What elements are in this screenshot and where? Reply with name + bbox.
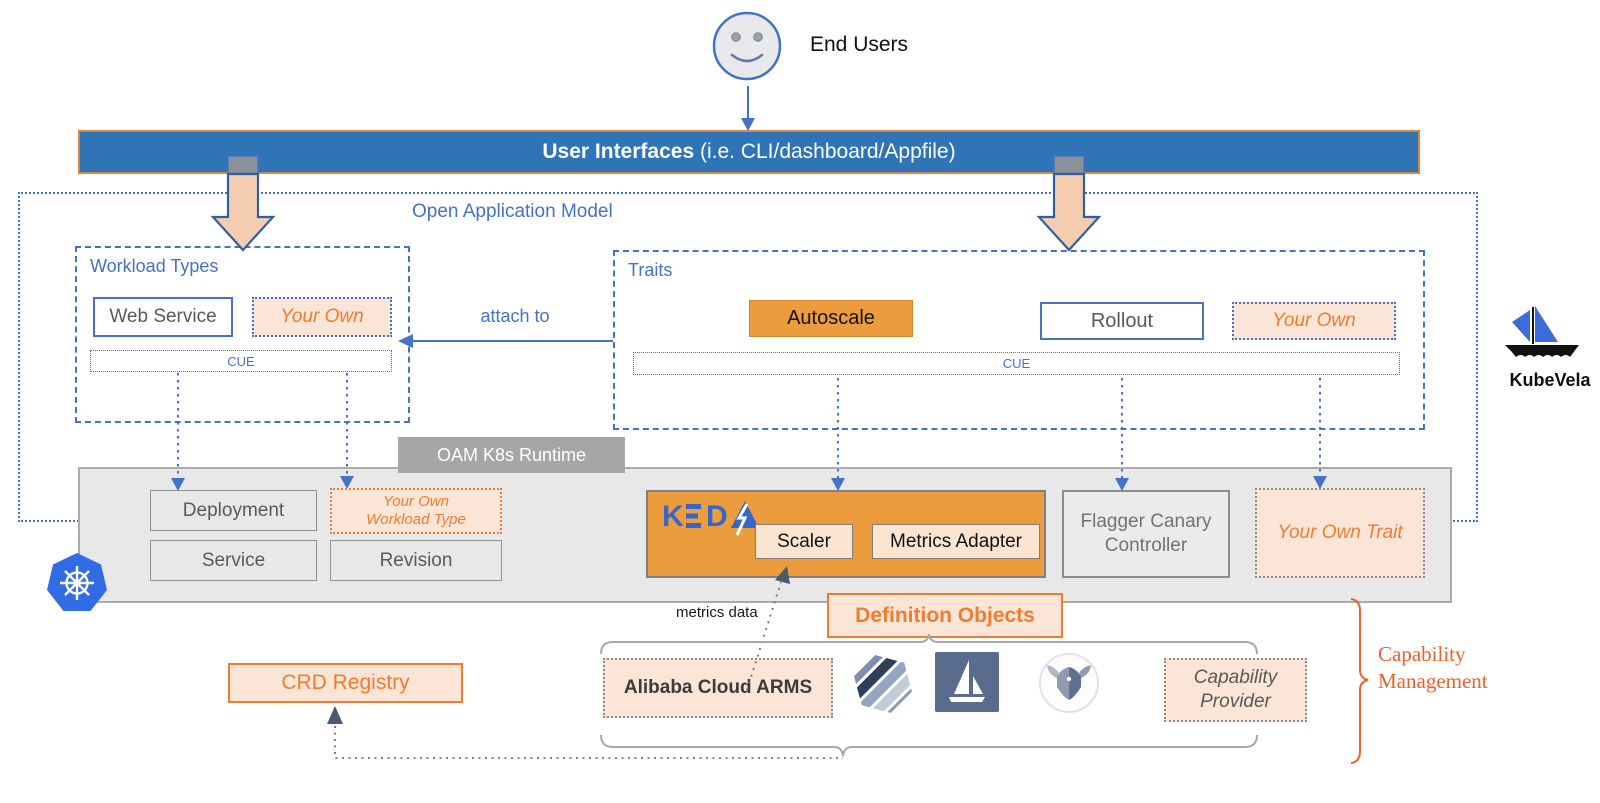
- yowt-line1: Your Own: [383, 493, 449, 510]
- keda-logo-icon: K D: [662, 500, 759, 536]
- web-service-node: Web Service: [93, 297, 233, 337]
- flagger-canary-controller-node: Flagger Canary Controller: [1062, 490, 1230, 578]
- metrics-data-label: metrics data: [676, 604, 758, 621]
- banner-title: User Interfaces: [542, 140, 695, 163]
- metrics-adapter-node: Metrics Adapter: [872, 524, 1040, 559]
- kubernetes-logo-icon: [47, 553, 107, 611]
- attach-to-label: attach to: [480, 306, 550, 326]
- open-application-model-label: Open Application Model: [412, 201, 613, 222]
- traits-title: Traits: [628, 260, 673, 280]
- end-user-arrow: [741, 86, 755, 131]
- deployment-node: Deployment: [150, 490, 317, 531]
- cap-provider-line2: Provider: [1200, 691, 1271, 712]
- flagger-line2: Controller: [1104, 535, 1188, 556]
- down-arrow-left-icon: [210, 155, 276, 252]
- svg-text:K: K: [662, 500, 684, 533]
- alibaba-cloud-arms-node: Alibaba Cloud ARMS: [603, 658, 833, 718]
- kubevela-logo-icon: [1505, 306, 1579, 357]
- capability-row-bottom-bracket: [600, 734, 1258, 757]
- traits-box: [613, 250, 1425, 430]
- service-node: Service: [150, 540, 317, 581]
- capability-provider-node: Capability Provider: [1164, 658, 1307, 722]
- your-own-trait-node: Your Own: [1232, 302, 1396, 340]
- workload-types-title: Workload Types: [90, 256, 219, 276]
- banner-subtitle: (i.e. CLI/dashboard/Appfile): [694, 140, 956, 163]
- crd-registry-node: CRD Registry: [228, 663, 463, 703]
- autoscale-node: Autoscale: [749, 300, 913, 337]
- scaler-node: Scaler: [755, 524, 853, 559]
- your-own-trait-runtime-node: Your Own Trait: [1255, 488, 1425, 578]
- cap-mgmt-line2: Management: [1378, 669, 1488, 693]
- cue-strip-workload: CUE: [90, 350, 392, 372]
- horned-helmet-logo-icon: [1039, 653, 1099, 713]
- end-users-icon: [712, 11, 782, 81]
- cap-mgmt-line1: Capability: [1378, 642, 1466, 666]
- definition-objects-node: Definition Objects: [827, 593, 1063, 638]
- yowt-line2: Workload Type: [366, 511, 466, 528]
- svg-text:D: D: [706, 500, 728, 533]
- striped-hexagon-logo-icon: [852, 653, 914, 715]
- revision-node: Revision: [330, 540, 502, 581]
- user-interfaces-banner: User Interfaces (i.e. CLI/dashboard/Appf…: [78, 130, 1420, 174]
- istio-logo-icon: [935, 652, 999, 712]
- your-own-workload-node: Your Own: [252, 297, 392, 337]
- capability-management-brace: [1350, 598, 1369, 764]
- capability-management-label: Capability Management: [1378, 641, 1488, 695]
- end-users-label: End Users: [810, 33, 909, 56]
- kubevela-wordmark: KubeVela: [1509, 370, 1591, 390]
- down-arrow-right-icon: [1036, 155, 1102, 252]
- cap-provider-line1: Capability: [1193, 667, 1278, 688]
- cue-strip-traits: CUE: [633, 352, 1400, 375]
- rollout-node: Rollout: [1040, 302, 1204, 340]
- your-own-workload-type-node: Your Own Workload Type: [330, 488, 502, 534]
- flagger-line1: Flagger Canary: [1080, 511, 1212, 532]
- oam-k8s-runtime-label: OAM K8s Runtime: [398, 437, 625, 473]
